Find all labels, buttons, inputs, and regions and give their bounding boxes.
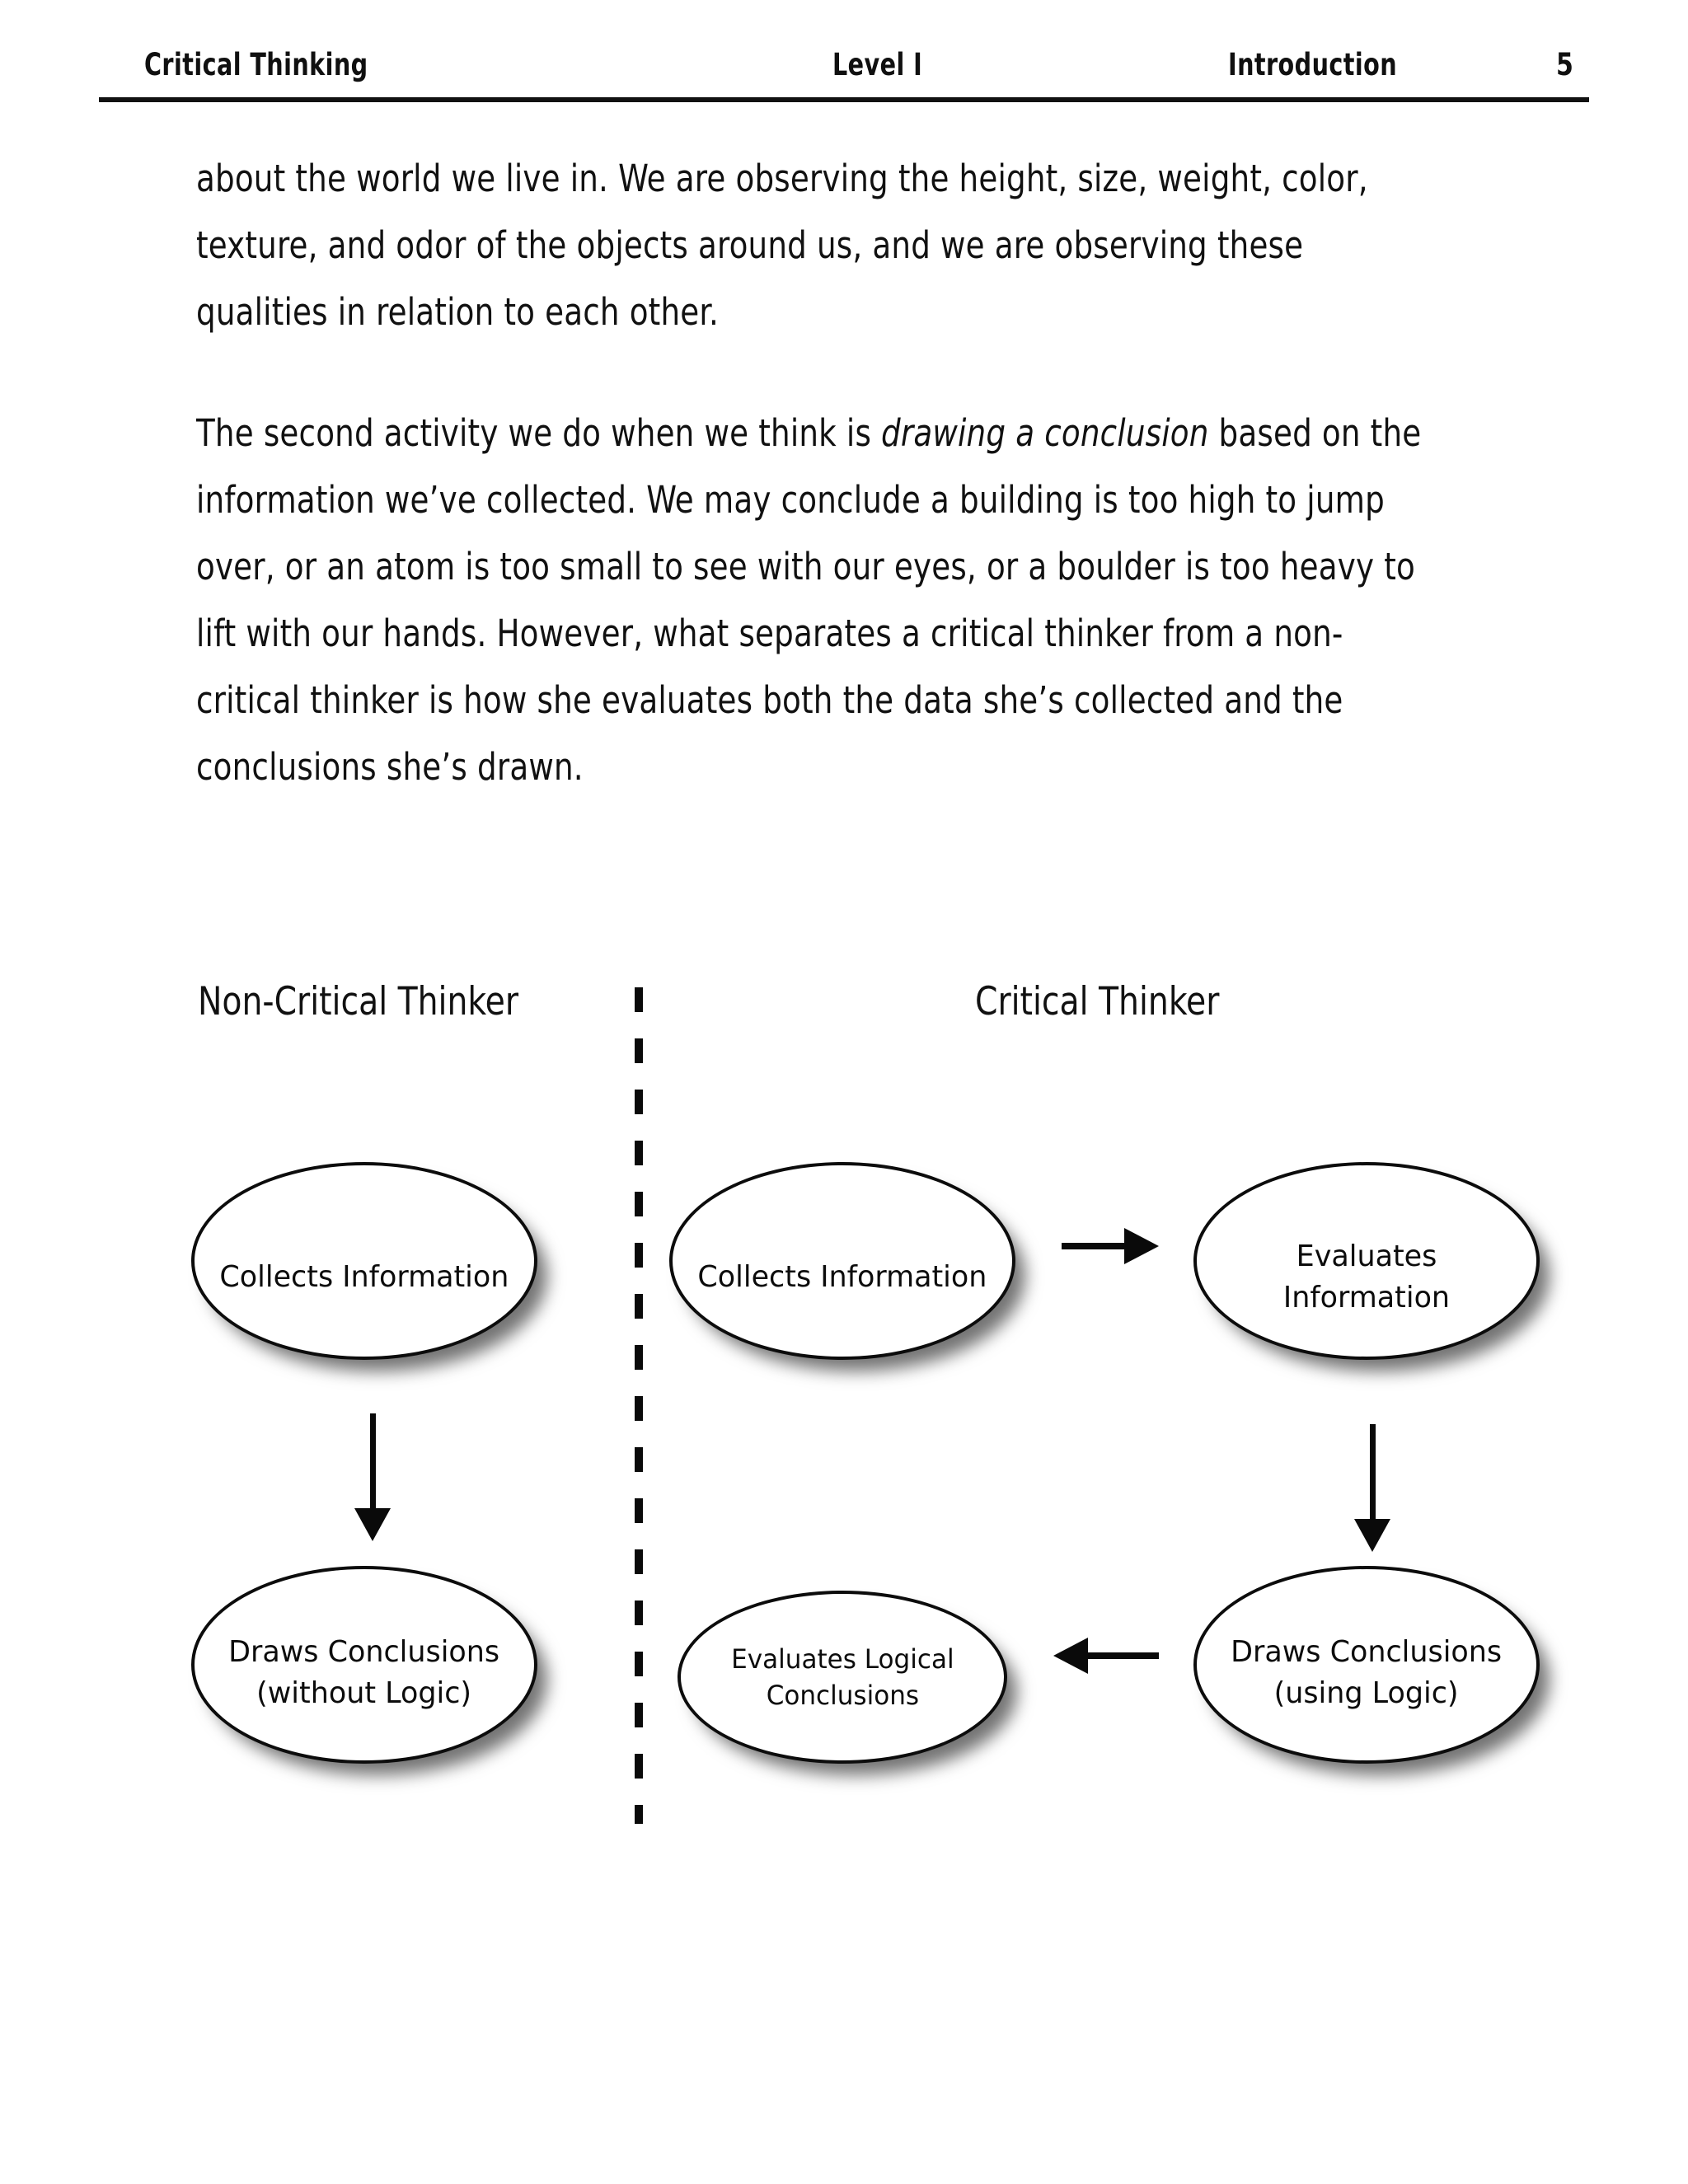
body-copy: about the world we live in. We are obser… — [196, 145, 1548, 800]
node-label: Evaluates Logical Conclusions — [730, 1643, 954, 1711]
arrow-down-non-critical — [346, 1413, 399, 1541]
arrow-shaft — [1369, 1424, 1376, 1521]
paragraph-observing: about the world we live in. We are obser… — [196, 157, 1368, 334]
arrow-shaft — [1083, 1652, 1159, 1659]
paragraph-2-lead-text: The second activity we do when we think … — [196, 411, 882, 455]
node-non-critical-draws-conclusions: Draws Conclusions (without Logic) — [191, 1566, 537, 1764]
dashed-vertical-divider — [635, 987, 643, 1824]
paragraph-2-trailing-text: based on the information we’ve collected… — [196, 411, 1422, 789]
header-divider-rule — [99, 97, 1589, 102]
diagram-title-non-critical-thinker: Non-Critical Thinker — [198, 979, 518, 1024]
arrow-shaft — [1062, 1243, 1129, 1249]
paragraph-drawing-conclusion: The second activity we do when we think … — [196, 400, 1440, 800]
header-level: Level I — [832, 47, 923, 82]
node-label: Collects Information — [219, 1260, 509, 1294]
node-label: Draws Conclusions (using Logic) — [1231, 1635, 1503, 1710]
node-non-critical-collects-information: Collects Information — [191, 1162, 537, 1360]
thinker-comparison-diagram: Non-Critical Thinker Critical Thinker Co… — [0, 940, 1688, 1863]
arrow-right-collects-to-evaluates — [1062, 1226, 1159, 1266]
arrow-head-left-icon — [1053, 1638, 1088, 1674]
node-critical-draws-conclusions: Draws Conclusions (using Logic) — [1193, 1566, 1540, 1764]
node-label: Evaluates Information — [1282, 1240, 1451, 1315]
emphasis-drawing-a-conclusion: drawing a conclusion — [881, 411, 1209, 455]
arrow-head-down-icon — [354, 1508, 391, 1541]
arrow-head-right-icon — [1124, 1228, 1159, 1264]
node-critical-evaluates-information: Evaluates Information — [1193, 1162, 1540, 1360]
node-label: Collects Information — [697, 1260, 987, 1294]
arrow-shaft — [369, 1413, 376, 1510]
diagram-title-critical-thinker: Critical Thinker — [975, 979, 1220, 1024]
node-critical-collects-information: Collects Information — [669, 1162, 1015, 1360]
arrow-left-draws-to-evaluates-logical — [1053, 1636, 1159, 1675]
page-header: Critical Thinking Level I Introduction 5 — [0, 0, 1688, 103]
arrow-down-critical — [1346, 1424, 1399, 1552]
node-critical-evaluates-logical-conclusions: Evaluates Logical Conclusions — [678, 1591, 1007, 1764]
header-page-number: 5 — [1556, 47, 1574, 82]
arrow-head-down-icon — [1354, 1519, 1390, 1552]
node-label: Draws Conclusions (without Logic) — [228, 1635, 500, 1710]
header-section: Introduction — [1228, 47, 1398, 82]
header-book-title: Critical Thinking — [144, 47, 368, 82]
